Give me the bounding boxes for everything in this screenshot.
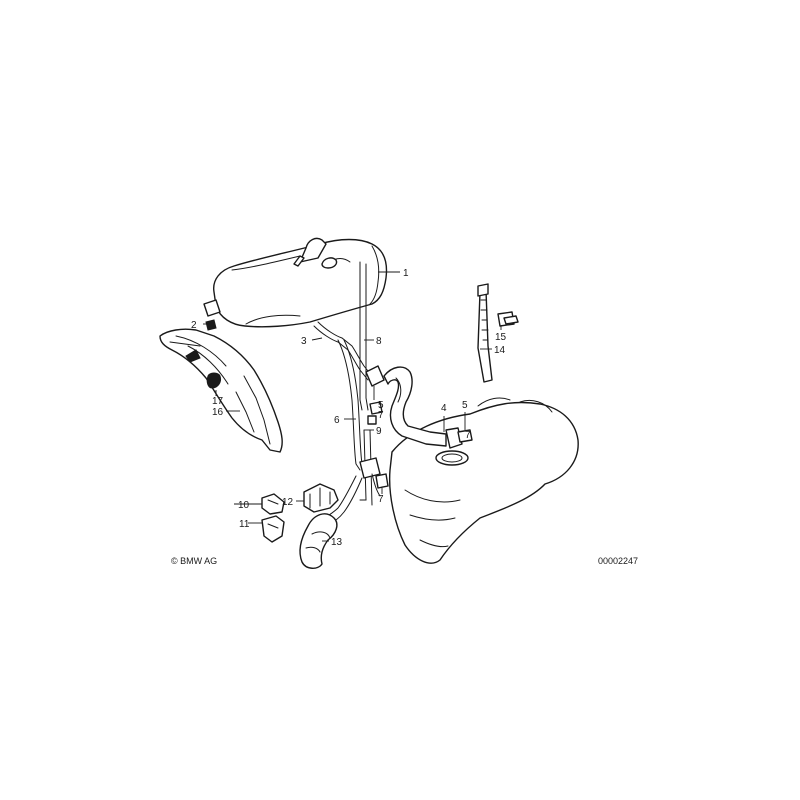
callout-13: 13 [331,537,343,548]
fuel-tank [388,397,579,564]
callout-6: 6 [334,415,340,426]
callout-10: 10 [238,500,250,511]
cover-panel [159,328,283,453]
callout-15: 15 [495,332,507,343]
hose-clip [367,401,389,489]
callout-14: 14 [494,345,506,356]
callout-5-tank: 5 [462,400,468,411]
callout-11: 11 [239,519,250,530]
callout-2: 2 [191,320,197,331]
diagram-number: 00002247 [598,556,638,566]
callout-3: 3 [301,336,307,347]
expansion-tank [203,237,388,328]
leader-lines [203,271,502,542]
fitting [497,311,519,327]
nut [205,319,217,331]
grommet [206,372,221,389]
drain-hose [299,475,363,569]
callout-5-line: 5 [378,400,384,411]
callout-7-upper: 7 [378,410,384,421]
copyright-label: © BMW AG [171,556,217,566]
expansion-hose [313,321,385,387]
callout-7-lower: 7 [378,494,384,505]
callout-16: 16 [212,407,224,418]
filler-hose [383,366,473,449]
callout-labels: 1 2 3 4 5 5 6 7 7 7 8 9 10 11 12 13 14 1… [191,268,507,548]
hose-clamp-upper [261,493,285,515]
bracket [303,483,339,513]
overflow-line [359,261,373,506]
callout-1: 1 [403,268,409,279]
callout-9: 9 [376,426,382,437]
callout-7-tank: 7 [465,430,471,441]
hose-clamp-lower [261,515,285,543]
callout-12: 12 [282,497,294,508]
callout-8: 8 [376,336,382,347]
callout-17: 17 [212,396,224,407]
return-line [337,339,381,497]
callout-4: 4 [441,403,447,414]
antenna-pipe [477,283,493,383]
